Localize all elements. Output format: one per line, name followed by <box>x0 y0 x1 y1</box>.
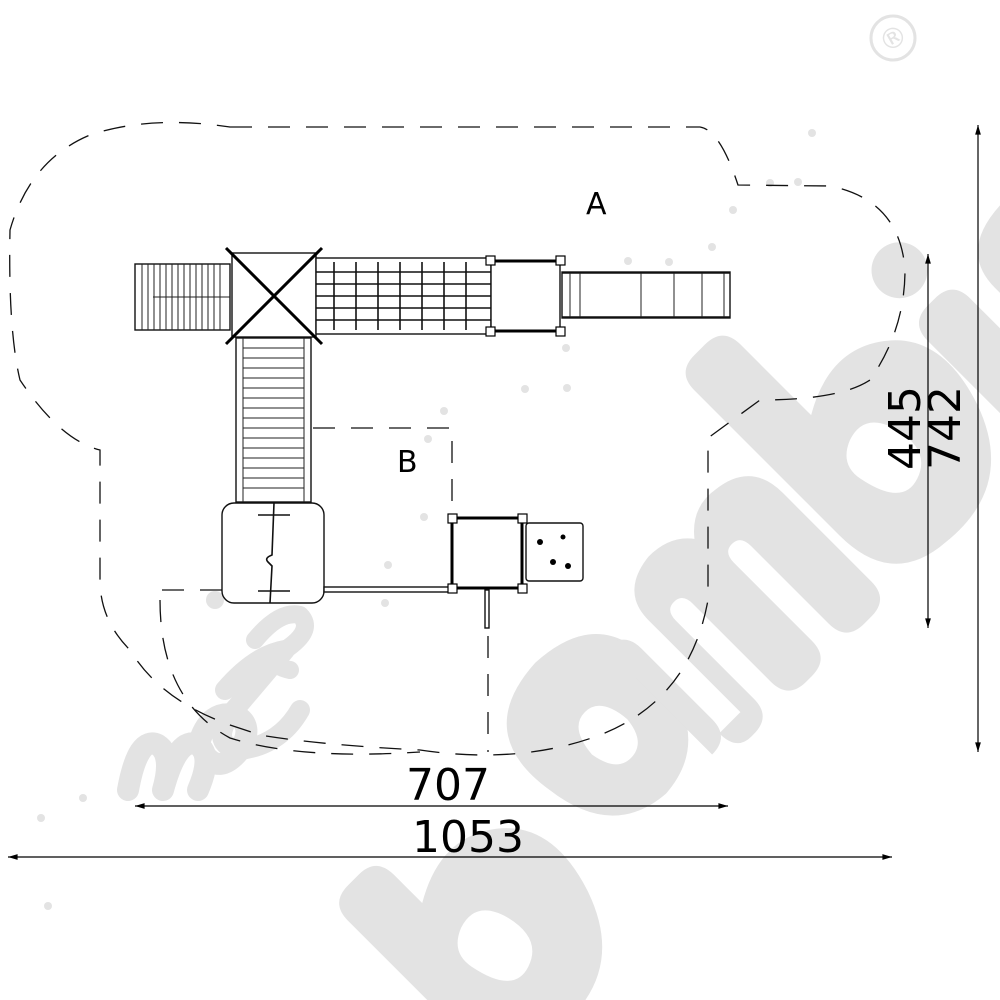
safety-zone-inner <box>159 427 489 755</box>
stairs-left <box>134 263 231 331</box>
zone-label-b: B <box>397 445 418 480</box>
watermark-dots <box>37 129 816 910</box>
watermark-moje <box>117 591 314 801</box>
dimension-height-445: 445 <box>880 253 931 628</box>
net-bridge <box>315 257 492 335</box>
svg-text:742: 742 <box>920 386 971 470</box>
svg-text:1053: 1053 <box>412 812 524 863</box>
dimension-width-707: 707 <box>135 760 728 811</box>
svg-text:707: 707 <box>406 760 490 811</box>
slide-exit-pad <box>221 502 325 604</box>
climbing-wall <box>525 522 584 582</box>
watermark-bambino <box>339 171 1000 1000</box>
platform-right <box>485 255 566 337</box>
svg-text:445: 445 <box>880 386 931 470</box>
ladder-bridge-right <box>561 271 731 319</box>
rail-connector <box>323 586 453 593</box>
watermark: ® <box>37 14 1000 1000</box>
dimension-height-742: 742 <box>920 125 981 752</box>
zone-label-a: A <box>586 187 607 222</box>
tower-roof <box>224 246 324 346</box>
dimension-width-1053: 1053 <box>8 812 892 863</box>
ramp-down <box>235 337 312 503</box>
small-platform <box>447 513 528 629</box>
safety-zone-outer <box>9 121 906 756</box>
registered-mark-icon: ® <box>869 14 917 62</box>
